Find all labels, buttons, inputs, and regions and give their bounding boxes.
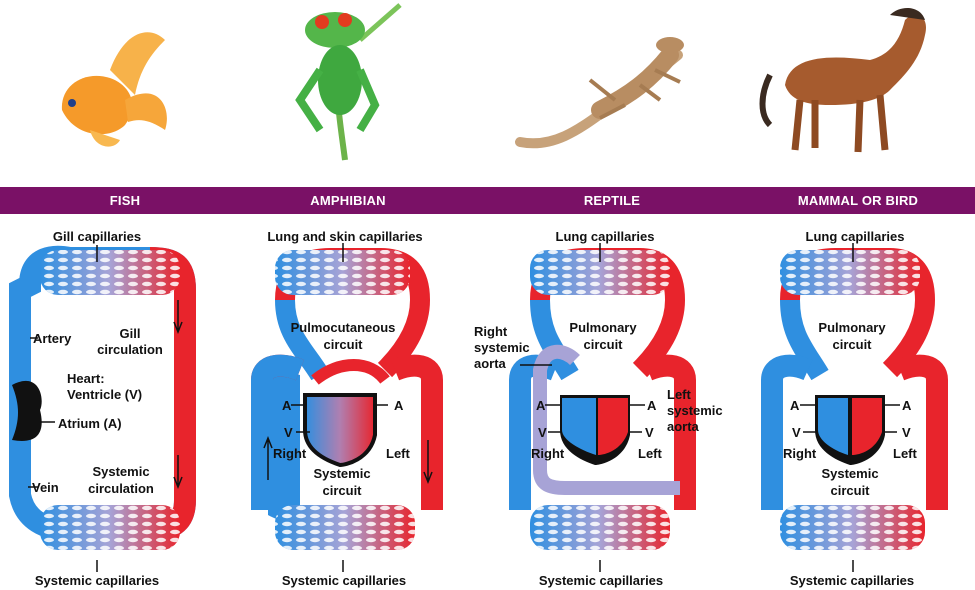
mammal-top-label: Lung capillaries	[805, 229, 905, 244]
fish-sys-circ-1: Systemic	[92, 464, 150, 479]
mammal-a-right: A	[902, 398, 912, 413]
fish-bottom-label: Systemic capillaries	[34, 573, 160, 588]
fish-gill-circ-2: circulation	[97, 342, 163, 357]
mammal-a-left: A	[790, 398, 800, 413]
mammal-bottom-label: Systemic capillaries	[789, 573, 915, 588]
amphibian-left-label: Left	[386, 446, 410, 461]
mammal-right-label: Right	[783, 446, 817, 461]
fish-diagram	[9, 245, 196, 572]
reptile-right-label: Right	[531, 446, 565, 461]
fish-top-label: Gill capillaries	[52, 229, 142, 244]
reptile-left-aorta-1: Left	[667, 387, 691, 402]
mammal-v-left: V	[792, 425, 801, 440]
reptile-a-left: A	[536, 398, 546, 413]
reptile-right-aorta-1: Right	[474, 324, 508, 339]
reptile-bottom-label: Systemic capillaries	[538, 573, 664, 588]
amphibian-diagram	[251, 243, 443, 572]
header-mammal-bird: MAMMAL OR BIRD	[797, 193, 919, 208]
amphibian-circuit-2: circuit	[323, 337, 363, 352]
reptile-diagram	[509, 243, 696, 572]
fish-vein-label: Vein	[32, 480, 59, 495]
amphibian-right-label: Right	[273, 446, 307, 461]
amphibian-circuit-1: Pulmocutaneous	[290, 320, 396, 335]
header-fish: FISH	[109, 193, 141, 208]
header-amphibian: AMPHIBIAN	[310, 193, 386, 208]
mammal-circuit-2: circuit	[832, 337, 872, 352]
fish-gill-circ-1: Gill	[119, 326, 141, 341]
reptile-right-aorta-2: systemic	[474, 340, 530, 355]
mammal-sys-1: Systemic	[821, 466, 879, 481]
reptile-circuit-1: Pulmonary	[569, 320, 637, 335]
reptile-left-aorta-3: aorta	[667, 419, 699, 434]
amphibian-a-right: A	[394, 398, 404, 413]
mammal-left-label: Left	[893, 446, 917, 461]
reptile-left-aorta-2: systemic	[667, 403, 723, 418]
reptile-top-label: Lung capillaries	[555, 229, 655, 244]
horse-icon	[759, 8, 926, 153]
reptile-a-right: A	[647, 398, 657, 413]
amphibian-a-left: A	[282, 398, 292, 413]
fish-atrium-label: Atrium (A)	[58, 416, 122, 431]
goldfish-icon	[61, 32, 167, 147]
amphibian-sys-2: circuit	[322, 483, 362, 498]
reptile-left-label: Left	[638, 446, 662, 461]
fish-ventricle-label: Ventricle (V)	[67, 387, 143, 402]
amphibian-sys-1: Systemic	[313, 466, 371, 481]
amphibian-bottom-label: Systemic capillaries	[281, 573, 407, 588]
mammal-v-right: V	[902, 425, 911, 440]
amphibian-top-label: Lung and skin capillaries	[267, 229, 423, 244]
mammal-diagram	[761, 243, 948, 572]
mammal-sys-2: circuit	[830, 483, 870, 498]
mammal-circuit-1: Pulmonary	[818, 320, 886, 335]
fish-artery-label: Artery	[33, 331, 72, 346]
reptile-v-right: V	[645, 425, 654, 440]
header-reptile: REPTILE	[583, 193, 641, 208]
frog-icon	[295, 3, 402, 161]
reptile-right-aorta-3: aorta	[474, 356, 506, 371]
fish-heart-label: Heart:	[67, 371, 105, 386]
reptile-circuit-2: circuit	[583, 337, 623, 352]
lizard-icon	[515, 37, 684, 149]
reptile-v-left: V	[538, 425, 547, 440]
header-banner	[0, 187, 975, 214]
amphibian-v-left: V	[284, 425, 293, 440]
fish-sys-circ-2: circulation	[88, 481, 154, 496]
